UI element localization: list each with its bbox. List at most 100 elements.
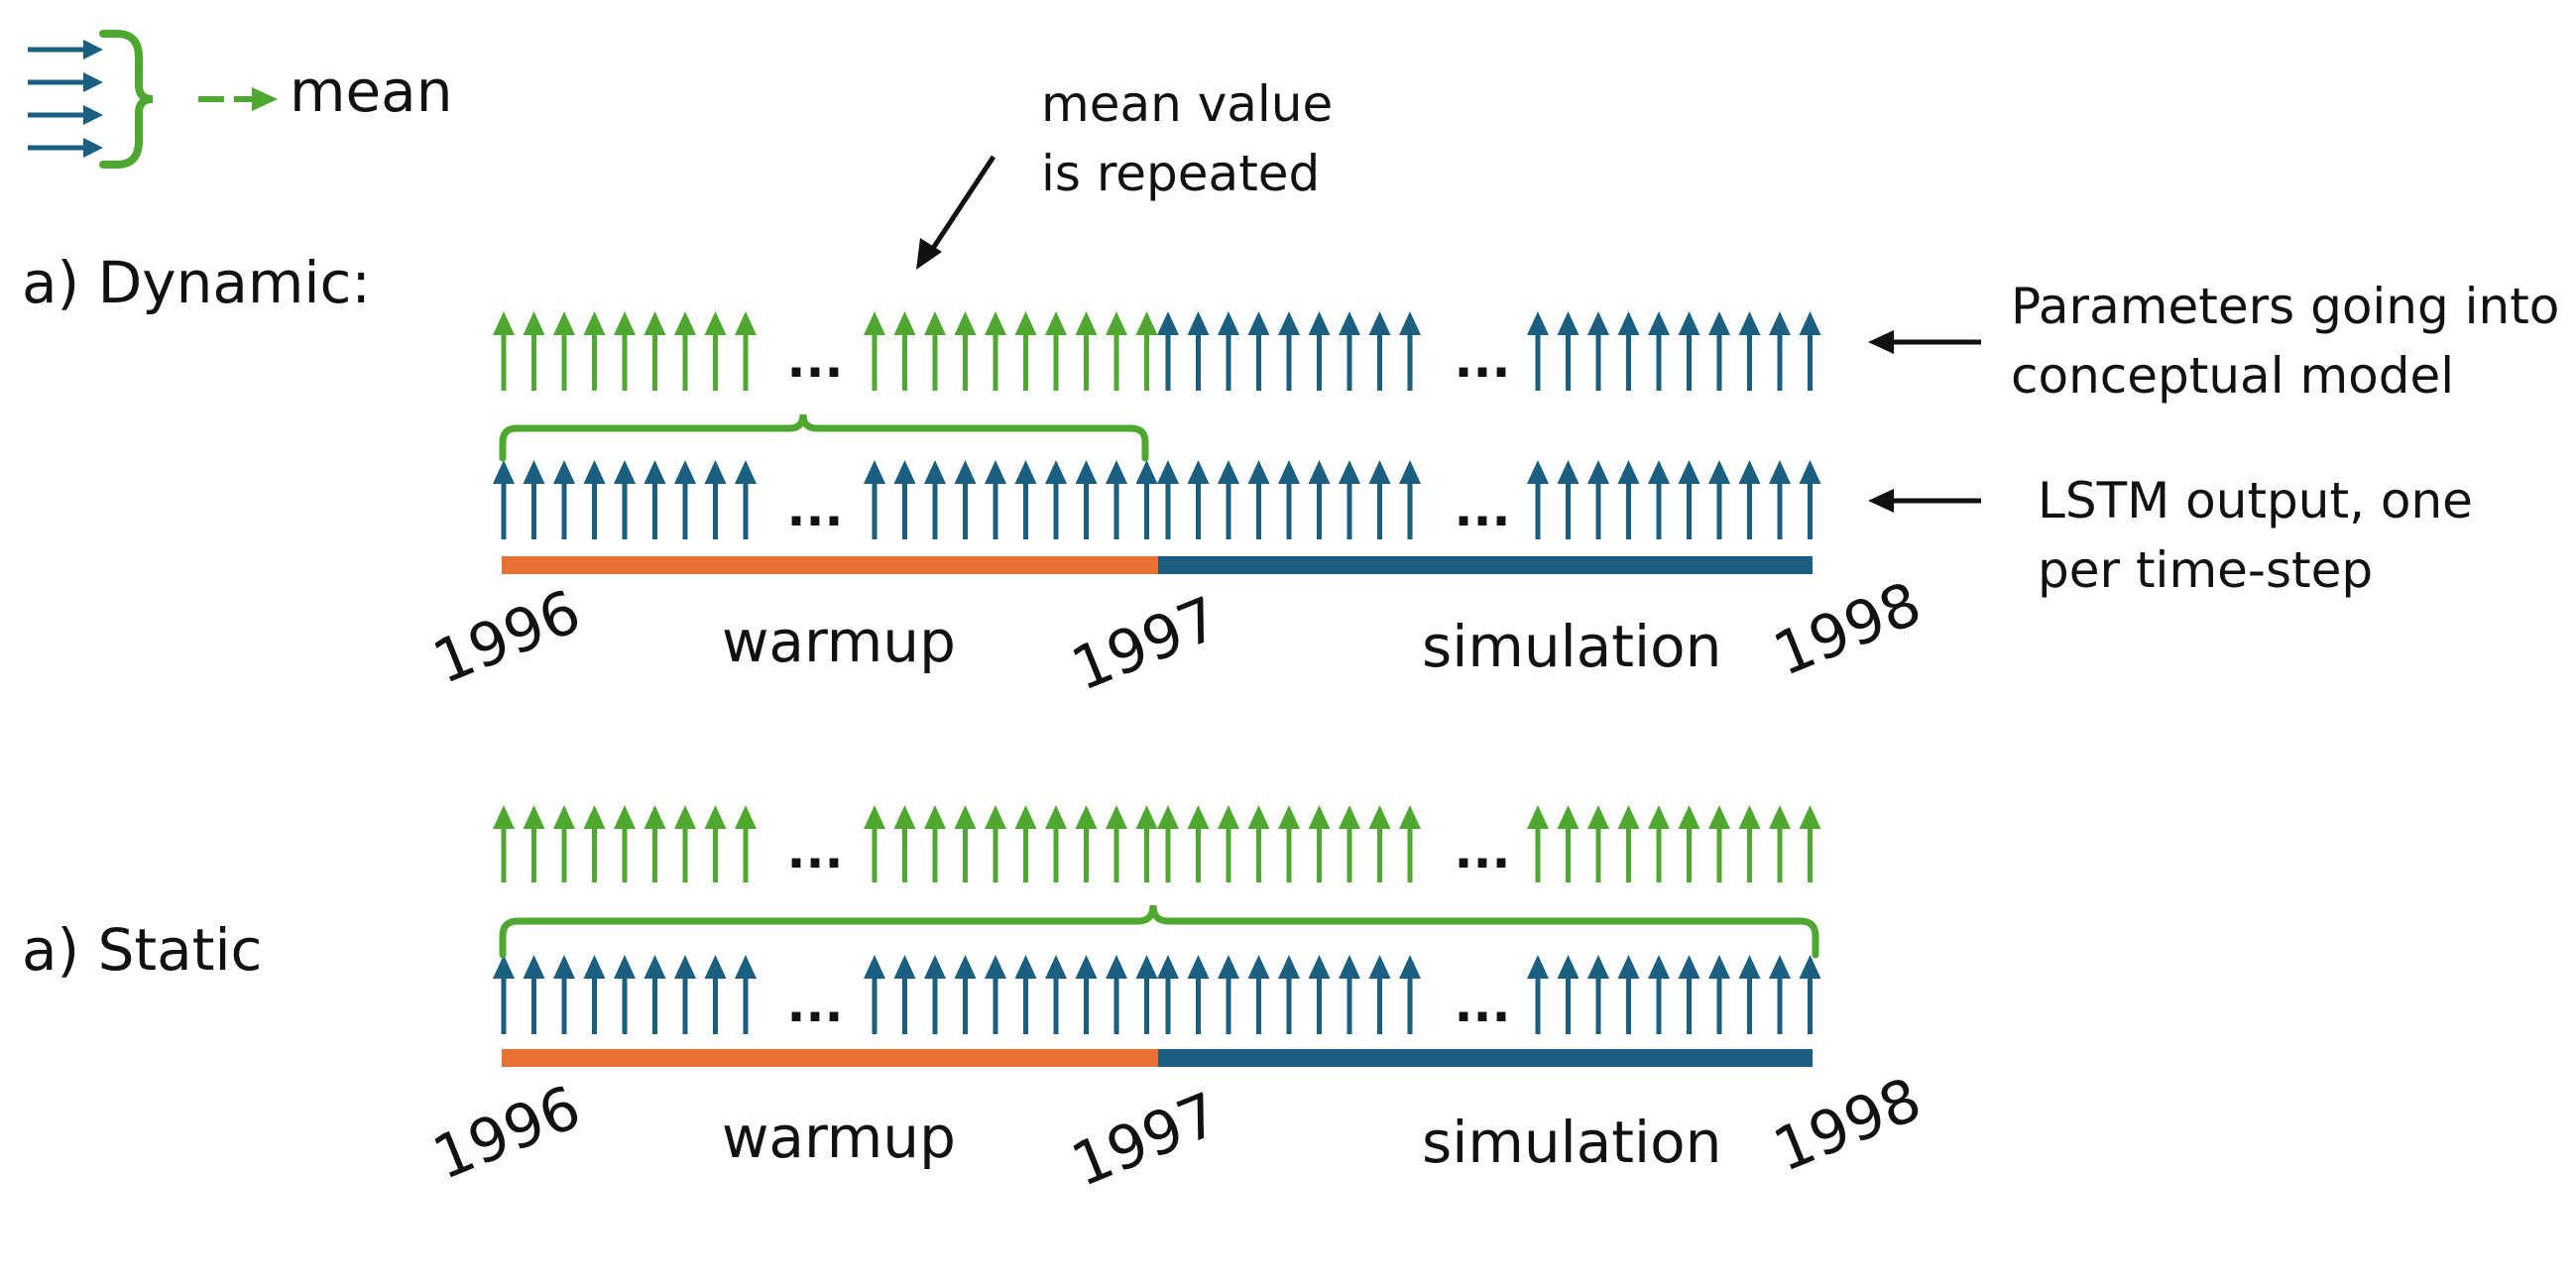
arrow-up-icon (1278, 955, 1300, 1034)
arrow-up-icon (1157, 955, 1179, 1034)
arrow-up-icon (893, 955, 916, 1034)
arrow-up-icon (523, 311, 545, 391)
arrow-up-icon (1014, 460, 1037, 539)
arrow-up-icon (1135, 955, 1158, 1034)
arrow-up-icon (924, 311, 946, 391)
static-start-year: 1996 (423, 1073, 590, 1194)
arrow-up-icon (1648, 311, 1670, 391)
arrow-up-icon (735, 955, 757, 1034)
arrow-up-icon (893, 460, 916, 539)
section-title-static: a) Static (22, 916, 262, 984)
arrow-up-icon (1399, 805, 1421, 882)
arrow-up-icon (864, 460, 885, 539)
arrow-up-icon (674, 805, 696, 882)
arrow-up-icon (1247, 460, 1270, 539)
static-mean-brace-icon (499, 904, 1819, 959)
arrow-up-icon (735, 460, 757, 539)
arrow-up-icon (704, 311, 727, 391)
arrow-up-icon (553, 460, 575, 539)
arrow-up-icon (614, 805, 636, 882)
arrow-up-icon (1557, 805, 1580, 882)
arrow-up-icon (1527, 311, 1549, 391)
arrow-up-icon (1247, 805, 1270, 882)
arrow-up-icon (1278, 460, 1300, 539)
arrow-up-icon (864, 955, 885, 1034)
arrow-up-icon (1617, 460, 1640, 539)
arrow-up-icon (1799, 460, 1821, 539)
dynamic-mean-brace-icon (499, 413, 1149, 462)
arrow-up-icon (1106, 460, 1127, 539)
arrow-up-icon (1557, 460, 1580, 539)
arrow-right-icon (28, 105, 103, 125)
arrow-up-icon (583, 460, 606, 539)
arrow-up-icon (1247, 311, 1270, 391)
arrow-up-icon (1678, 955, 1700, 1034)
arrow-up-icon (1648, 460, 1670, 539)
arrow-up-icon (553, 955, 575, 1034)
right-labels: Parameters going into conceptual model L… (1868, 278, 2559, 599)
arrow-up-icon (1399, 311, 1421, 391)
dynamic-green-ellipsis-left: ... (787, 331, 844, 389)
arrow-up-icon (1157, 460, 1179, 539)
arrow-up-icon (614, 311, 636, 391)
arrow-up-icon (1339, 955, 1360, 1034)
annotation-pointer-arrow-icon (925, 155, 996, 258)
arrow-up-icon (985, 311, 1006, 391)
arrow-up-icon (674, 311, 696, 391)
lstm-pointer-arrow-icon (1868, 489, 1981, 513)
arrow-up-icon (583, 311, 606, 391)
arrow-up-icon (1617, 805, 1640, 882)
arrow-up-icon (893, 311, 916, 391)
arrow-up-icon (644, 460, 666, 539)
dynamic-blue-ellipsis-left: ... (787, 480, 844, 537)
arrow-up-icon (1678, 460, 1700, 539)
legend-brace-icon (99, 30, 154, 169)
arrow-up-icon (1769, 955, 1791, 1034)
section-title-dynamic: a) Dynamic: (22, 249, 371, 316)
annotation: mean value is repeated (916, 75, 1333, 270)
dynamic-green-ellipsis-right: ... (1455, 331, 1511, 389)
arrow-up-icon (1014, 805, 1037, 882)
arrow-up-icon (1278, 311, 1300, 391)
arrow-up-icon (985, 460, 1006, 539)
arrow-up-icon (893, 805, 916, 882)
arrow-up-icon (1617, 955, 1640, 1034)
arrow-up-icon (1308, 805, 1331, 882)
arrow-up-icon (954, 805, 977, 882)
arrow-up-icon (1247, 955, 1270, 1034)
dynamic-parameter-arrows (493, 311, 1821, 391)
static-green-ellipsis-left: ... (787, 822, 844, 879)
static-simulation-bar (1158, 1049, 1813, 1067)
dynamic-mid-year: 1997 (1062, 584, 1229, 705)
arrow-up-icon (735, 805, 757, 882)
arrow-up-icon (985, 955, 1006, 1034)
arrow-up-icon (1339, 805, 1360, 882)
dynamic-simulation-label: simulation (1422, 613, 1721, 680)
arrow-up-icon (864, 805, 885, 882)
arrow-up-icon (1045, 805, 1067, 882)
arrow-up-icon (583, 955, 606, 1034)
arrow-up-icon (1587, 805, 1609, 882)
arrow-up-icon (1308, 460, 1331, 539)
arrow-up-icon (583, 805, 606, 882)
arrow-up-icon (1769, 311, 1791, 391)
arrow-up-icon (1106, 955, 1127, 1034)
arrow-up-icon (1308, 955, 1331, 1034)
arrow-up-icon (1738, 955, 1761, 1034)
arrow-up-icon (1769, 460, 1791, 539)
arrow-up-icon (553, 311, 575, 391)
static-simulation-label: simulation (1422, 1109, 1721, 1176)
arrow-up-icon (924, 805, 946, 882)
arrow-up-icon (704, 460, 727, 539)
static-green-ellipsis-right: ... (1455, 822, 1511, 879)
dynamic-start-year: 1996 (423, 577, 590, 698)
arrow-up-icon (1617, 311, 1640, 391)
arrow-up-icon (1157, 311, 1179, 391)
arrow-up-icon (1708, 955, 1730, 1034)
arrow-up-icon (1218, 460, 1239, 539)
arrow-up-icon (1278, 805, 1300, 882)
arrow-up-icon (954, 311, 977, 391)
static-parameter-arrows (493, 805, 1821, 882)
arrow-right-icon (28, 72, 103, 92)
section-static: ... ... ... ... 1996 1997 1998 warmup si… (423, 805, 1931, 1201)
